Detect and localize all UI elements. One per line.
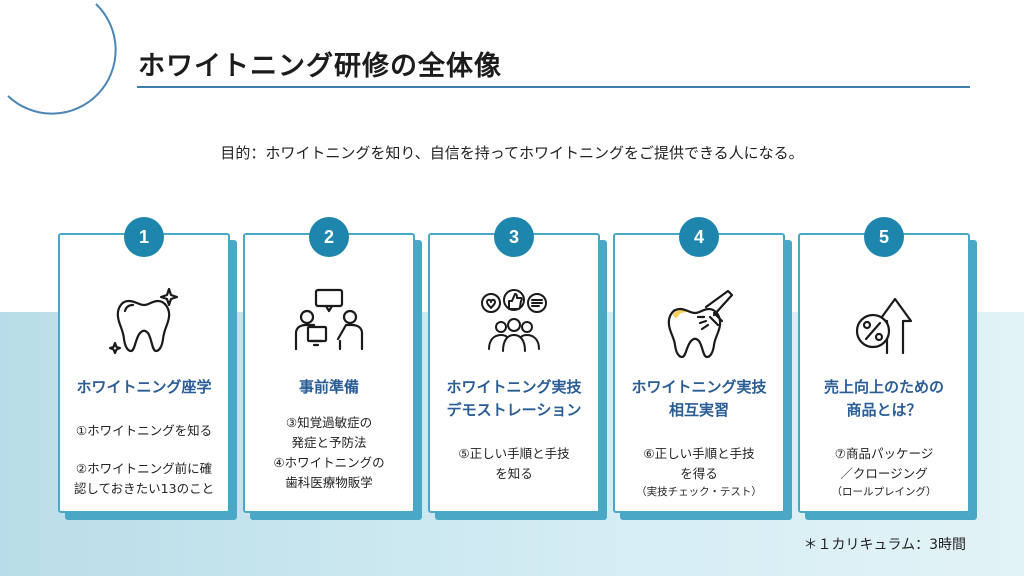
percent-growth-icon [855, 297, 913, 355]
card-title: ホワイトニング実技 デモストレーション [446, 378, 582, 419]
page-title: ホワイトニング研修の全体像 [138, 51, 502, 82]
curriculum-card-5: 5 売上向上のための 商品とは？ ⑦商品パッケージ ／クロージング （ロールプレ… [798, 217, 970, 513]
card-description: ①ホワイトニングを知る ②ホワイトニング前に確 認しておきたい13のこと [73, 423, 215, 496]
title-underline [137, 86, 970, 88]
card-title: ホワイトニング座学 [76, 378, 212, 396]
card-description: ③知覚過敏症の 発症と予防法 ④ホワイトニングの 歯科医療物販学 [273, 415, 385, 490]
card-title: ホワイトニング実技 相互実習 [631, 378, 767, 419]
card-description: ⑦商品パッケージ ／クロージング （ロールプレイング） [831, 446, 937, 498]
curriculum-card-4: 4 ホワイトニング実技 相互実習 ⑥正しい手順と手技 を得る （実技チェック・テ… [613, 217, 785, 513]
step-number: 3 [494, 217, 534, 257]
card-description: ⑥正しい手順と手技 を得る （実技チェック・テスト） [636, 446, 762, 498]
card-title: 売上向上のための 商品とは？ [823, 378, 944, 419]
step-number: 1 [124, 217, 164, 257]
tooth-light-icon [667, 289, 734, 359]
curriculum-card-3: 3 ホワイトニング実技 デモストレーション ⑤正しい手順と手技 を知る [428, 217, 600, 513]
curriculum-card-1: 1 ホワイトニング座学 ①ホワイトニングを知る ②ホワイトニング前に確 認してお… [58, 217, 230, 513]
card-title: 事前準備 [298, 378, 359, 396]
card-description: ⑤正しい手順と手技 を知る [458, 446, 570, 481]
consultation-people-icon [294, 288, 364, 351]
step-number: 2 [309, 217, 349, 257]
sparkling-tooth-icon [108, 287, 179, 355]
purpose-text: 目的：ホワイトニングを知り、自信を持ってホワイトニングをご提供できる人になる。 [220, 144, 804, 162]
curriculum-card-2: 2 事前準備 ③知覚過敏症の 発症と予防法 ④ホワイトニングの 歯科医療物販学 [243, 217, 415, 513]
step-number: 5 [864, 217, 904, 257]
step-number: 4 [679, 217, 719, 257]
decorative-arc [7, 3, 117, 115]
group-feedback-icon [481, 289, 547, 352]
footnote: ＊１カリキュラム：3時間 [803, 537, 967, 553]
